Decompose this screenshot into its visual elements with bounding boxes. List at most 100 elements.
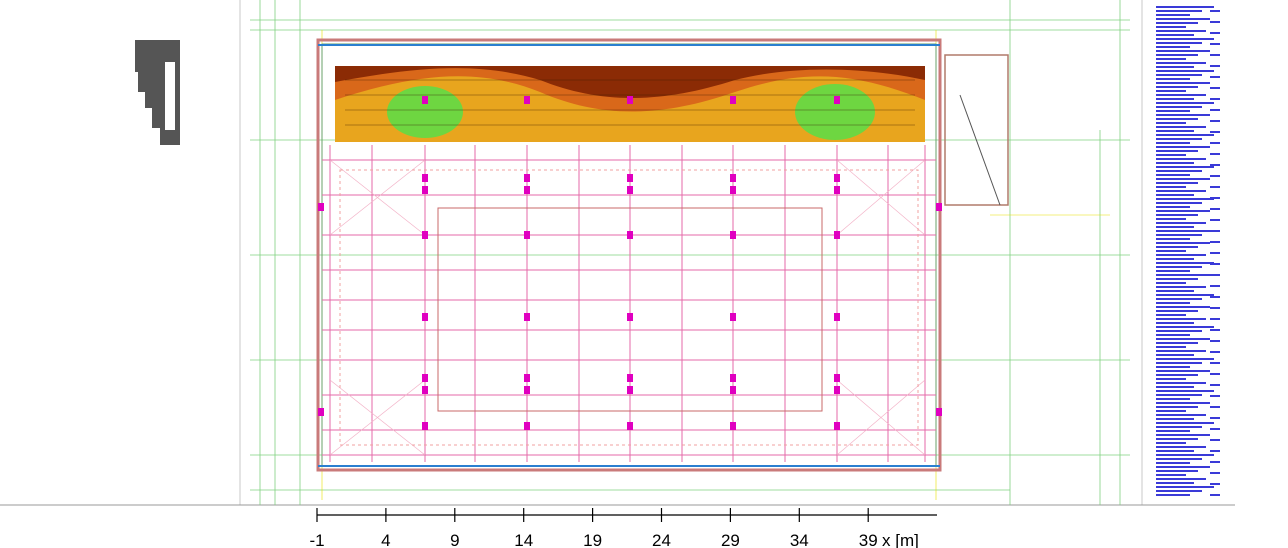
- note-line: [1156, 302, 1190, 304]
- column-marker: [422, 374, 428, 382]
- note-line: [1156, 126, 1206, 128]
- note-line: [1156, 150, 1198, 152]
- note-line: [1156, 214, 1198, 216]
- note-line: [1156, 446, 1206, 448]
- note-line: [1156, 202, 1202, 204]
- note-line: [1156, 482, 1194, 484]
- note-line: [1156, 74, 1202, 76]
- note-line: [1156, 94, 1206, 96]
- column-markers: [318, 96, 942, 430]
- note-mark: [1210, 406, 1220, 408]
- green-zone-right: [795, 84, 875, 140]
- column-marker: [730, 422, 736, 430]
- column-marker: [936, 408, 942, 416]
- note-line: [1156, 158, 1206, 160]
- column-marker: [834, 96, 840, 104]
- column-marker: [834, 386, 840, 394]
- note-line: [1156, 102, 1214, 104]
- note-line: [1156, 458, 1202, 460]
- note-line: [1156, 230, 1214, 232]
- note-line: [1156, 438, 1198, 440]
- column-marker: [524, 174, 530, 182]
- note-line: [1156, 274, 1210, 276]
- note-mark: [1210, 296, 1220, 298]
- note-line: [1156, 354, 1194, 356]
- note-line: [1156, 330, 1202, 332]
- bracing-line: [836, 379, 926, 456]
- note-line: [1156, 34, 1194, 36]
- note-line: [1156, 182, 1198, 184]
- x-tick-label: 24: [652, 531, 671, 548]
- column-marker: [834, 374, 840, 382]
- note-line: [1156, 50, 1210, 52]
- note-line: [1156, 18, 1210, 20]
- note-line: [1156, 66, 1194, 68]
- note-line: [1156, 146, 1210, 148]
- column-marker: [936, 203, 942, 211]
- note-line: [1156, 194, 1194, 196]
- x-tick-label: 34: [790, 531, 809, 548]
- note-mark: [1210, 241, 1220, 243]
- note-line: [1156, 346, 1186, 348]
- note-line: [1156, 234, 1202, 236]
- note-mark: [1210, 219, 1220, 221]
- column-marker: [730, 374, 736, 382]
- note-line: [1156, 374, 1198, 376]
- column-marker: [730, 231, 736, 239]
- note-line: [1156, 314, 1186, 316]
- note-line: [1156, 62, 1206, 64]
- note-mark: [1210, 472, 1220, 474]
- note-line: [1156, 382, 1206, 384]
- column-marker: [834, 174, 840, 182]
- note-line: [1156, 222, 1206, 224]
- note-mark: [1210, 274, 1220, 276]
- playing-court: [339, 169, 919, 446]
- note-mark: [1210, 54, 1220, 56]
- green-zone-left: [387, 86, 463, 138]
- column-marker: [627, 374, 633, 382]
- note-line: [1156, 282, 1186, 284]
- hall-outline: [316, 38, 942, 472]
- column-marker: [422, 422, 428, 430]
- note-mark: [1210, 263, 1220, 265]
- note-mark: [1210, 10, 1220, 12]
- note-line: [1156, 170, 1202, 172]
- note-mark: [1210, 186, 1220, 188]
- note-mark: [1210, 120, 1220, 122]
- note-line: [1156, 78, 1190, 80]
- note-line: [1156, 294, 1214, 296]
- note-line: [1156, 358, 1214, 360]
- drawing-frame: [0, 0, 1235, 506]
- note-line: [1156, 318, 1206, 320]
- note-mark: [1210, 483, 1220, 485]
- column-marker: [730, 386, 736, 394]
- column-marker: [834, 422, 840, 430]
- note-mark: [1210, 461, 1220, 463]
- note-line: [1156, 178, 1210, 180]
- note-line: [1156, 138, 1202, 140]
- note-mark: [1210, 340, 1220, 342]
- note-mark: [1210, 142, 1220, 144]
- note-line: [1156, 418, 1194, 420]
- note-line: [1156, 426, 1202, 428]
- x-tick-label: 4: [381, 531, 390, 548]
- column-marker: [422, 313, 428, 321]
- bracing-line: [329, 159, 426, 236]
- note-mark: [1210, 285, 1220, 287]
- column-marker: [627, 386, 633, 394]
- note-mark: [1210, 417, 1220, 419]
- note-line: [1156, 226, 1194, 228]
- note-mark: [1210, 450, 1220, 452]
- note-line: [1156, 386, 1194, 388]
- note-line: [1156, 442, 1186, 444]
- note-line: [1156, 414, 1206, 416]
- column-marker: [524, 386, 530, 394]
- column-marker: [318, 203, 324, 211]
- note-line: [1156, 186, 1186, 188]
- column-marker: [524, 374, 530, 382]
- notes-legend: [1156, 6, 1220, 496]
- note-mark: [1210, 65, 1220, 67]
- column-marker: [834, 313, 840, 321]
